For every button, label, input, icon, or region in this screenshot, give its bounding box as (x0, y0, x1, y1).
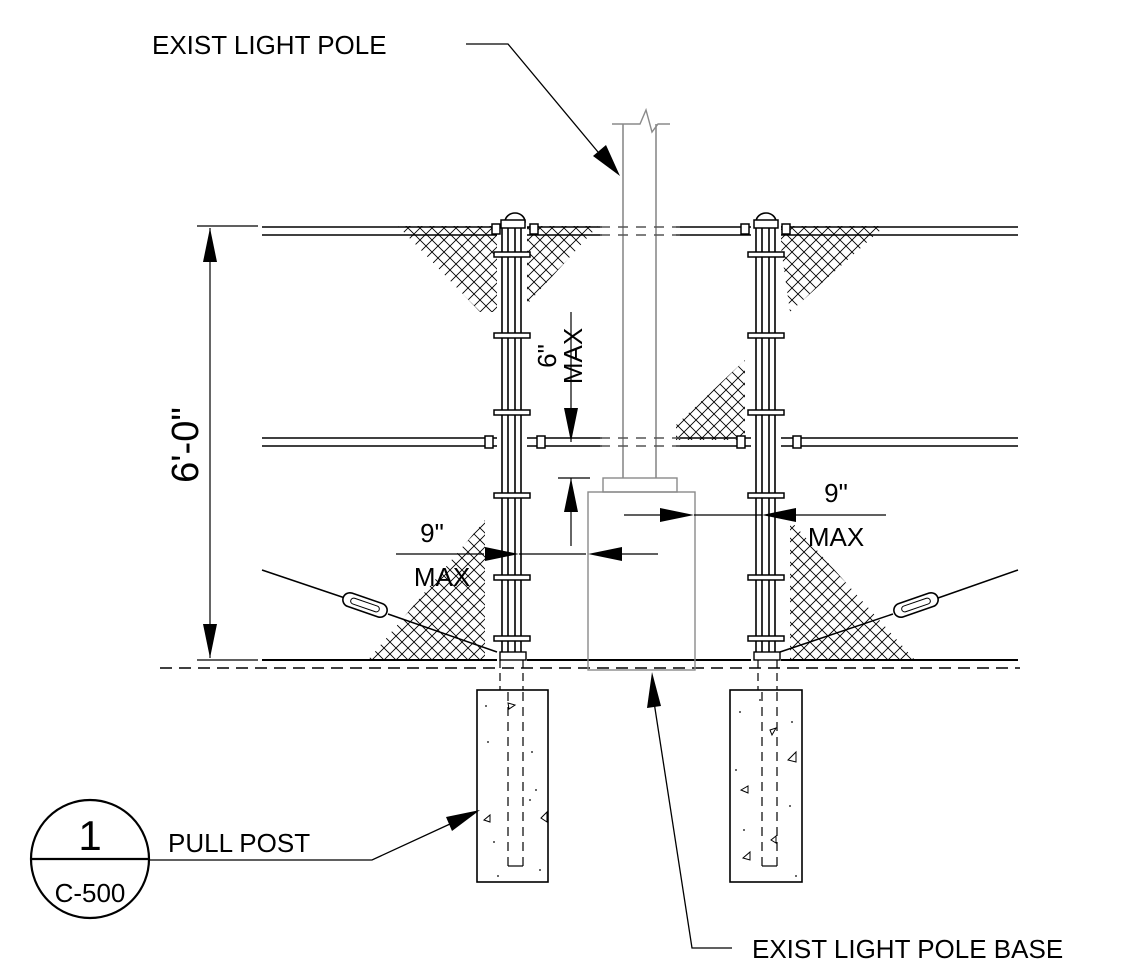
height-dimension (197, 225, 258, 661)
exist-light-pole-leader (466, 43, 620, 176)
detail-sheet: C-500 (55, 878, 126, 908)
exist-light-pole-base (587, 477, 696, 671)
exist-light-pole-base-label: EXIST LIGHT POLE BASE (752, 934, 1063, 964)
right-nine-inch-label: 9" (824, 478, 848, 508)
detail-number: 1 (78, 812, 101, 859)
right-max-label: MAX (808, 522, 864, 552)
six-inch-max-dimension (558, 312, 590, 546)
detail-callout-bubble (29, 798, 151, 920)
left-max-label: MAX (414, 562, 470, 592)
six-inch-label: 6" (532, 344, 562, 368)
chain-link-mesh (368, 226, 915, 660)
pull-post-label: PULL POST (168, 828, 310, 858)
exist-light-pole (600, 107, 680, 478)
left-nine-inch-label: 9" (420, 518, 444, 548)
six-inch-max-label: MAX (558, 328, 588, 384)
right-brace-wire (779, 569, 1019, 653)
right-nine-inch-dimension (624, 508, 886, 522)
exist-light-pole-base-leader (647, 672, 732, 949)
left-brace-wire (261, 569, 498, 653)
exist-light-pole-label: EXIST LIGHT POLE (152, 30, 387, 60)
left-nine-inch-dimension (396, 547, 658, 561)
height-dimension-label: 6'-0" (165, 407, 207, 483)
left-pull-post (476, 212, 549, 883)
right-pull-post (729, 212, 803, 883)
pull-post-leader (146, 810, 480, 861)
